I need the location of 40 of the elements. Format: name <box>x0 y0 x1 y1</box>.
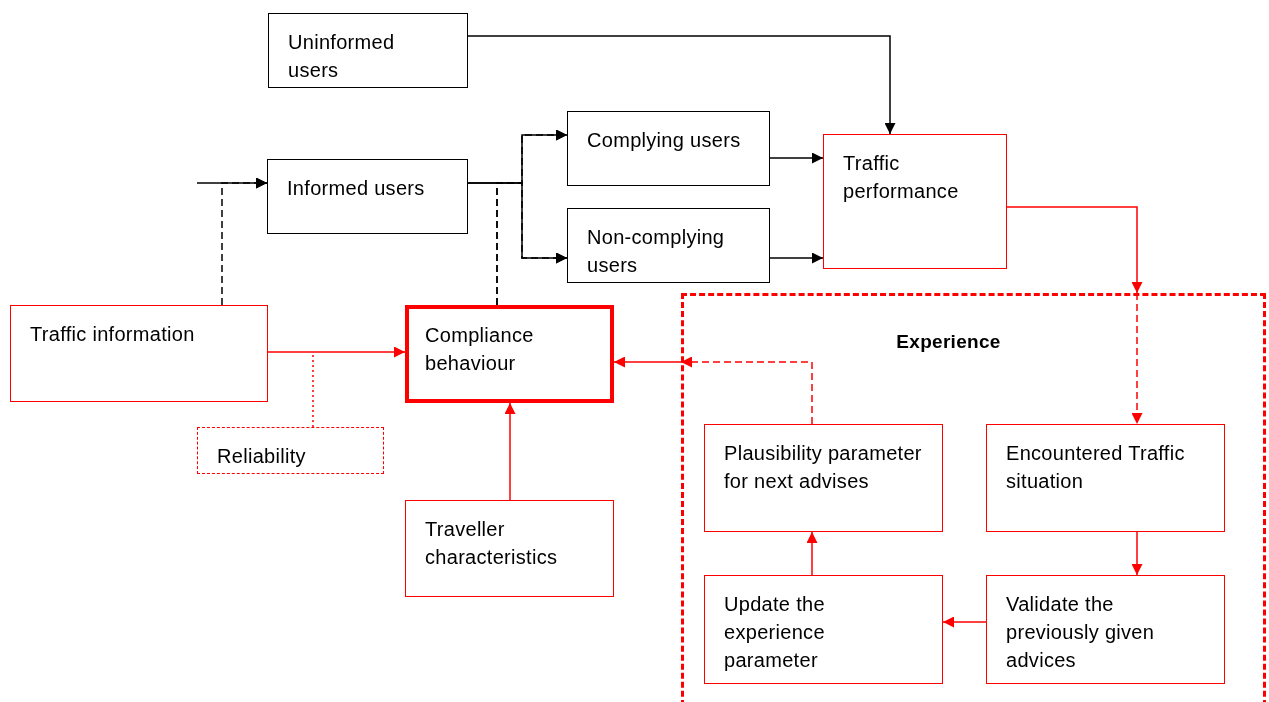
box-label: Informed users <box>287 176 426 201</box>
box-label: Update the experience parameter <box>724 592 826 673</box>
region-title: Experience <box>896 330 1001 354</box>
arrow <box>467 35 896 135</box>
process-box <box>567 208 770 283</box>
box-label: Uninformed users <box>288 30 396 83</box>
dashed-region <box>681 293 1266 702</box>
process-box <box>10 305 268 402</box>
process-box <box>704 424 943 532</box>
process-box <box>267 159 468 234</box>
box-label: Encountered Traffic situation <box>1006 441 1186 494</box>
box-label: Complying users <box>587 128 742 153</box>
process-box <box>986 575 1225 684</box>
box-label: Traffic performance <box>843 151 960 204</box>
box-label: Validate the previously given advices <box>1006 592 1156 673</box>
process-box <box>405 500 614 597</box>
box-label: Traffic information <box>30 322 196 347</box>
process-box <box>405 305 614 403</box>
process-box <box>823 134 1007 269</box>
process-box <box>567 111 770 186</box>
box-label: Traveller characteristics <box>425 517 559 570</box>
arrow <box>1131 531 1143 576</box>
arrow <box>613 356 682 368</box>
arrow <box>769 252 824 264</box>
process-box <box>986 424 1225 532</box>
arrow <box>806 531 818 576</box>
arrow <box>267 346 406 358</box>
box-label: Non-complying users <box>587 225 726 278</box>
process-box <box>704 575 943 684</box>
arrow <box>496 182 568 306</box>
arrow <box>221 177 268 306</box>
box-label: Compliance behaviour <box>425 323 535 376</box>
arrow <box>504 402 516 501</box>
box-label: Plausibility parameter for next advises <box>724 441 923 494</box>
arrow <box>1006 206 1143 294</box>
arrow <box>942 616 987 628</box>
arrow <box>769 152 824 164</box>
dashed-box <box>197 427 384 474</box>
box-label: Reliability <box>217 444 307 469</box>
process-box <box>268 13 468 88</box>
